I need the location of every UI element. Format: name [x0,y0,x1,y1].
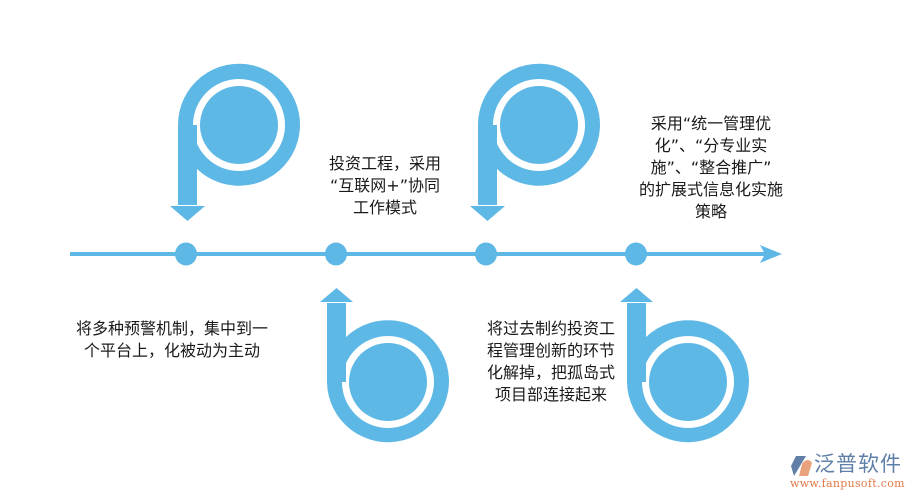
p-shaped-arrow-down-icon [470,63,600,221]
milestone-text-1: 将多种预警机制，集中到一 个平台上，化被动为主动 [75,319,268,360]
milestone-text-3: 将过去制约投资工 程管理创新的环节 化解掉，把孤岛式 项目部连接起来 [486,319,615,404]
timeline-axis [70,245,782,263]
milestone-dot-1 [175,242,197,266]
logo-url: www.fanpusoft.com [790,477,905,490]
milestone-text-2: 投资工程，采用 “互联网+”协同 工作模式 [328,154,441,217]
arrow-right-icon [760,245,782,263]
milestone-dot-3 [475,242,497,266]
logo-name: 泛普软件 [814,452,902,476]
fanpu-logo-icon [791,456,812,476]
p-shaped-arrow-down-icon [170,63,300,221]
milestone-dot-2 [325,242,347,266]
b-shaped-arrow-up-icon [620,288,749,443]
brand-logo: 泛普软件 www.fanpusoft.com [786,450,916,495]
milestone-text-4: 采用“统一管理优 化”、“分专业实 施”、“整合推广” 的扩展式信息化实施 策略 [638,114,783,221]
b-shaped-arrow-up-icon [320,288,449,443]
milestone-dot-4 [625,242,647,266]
